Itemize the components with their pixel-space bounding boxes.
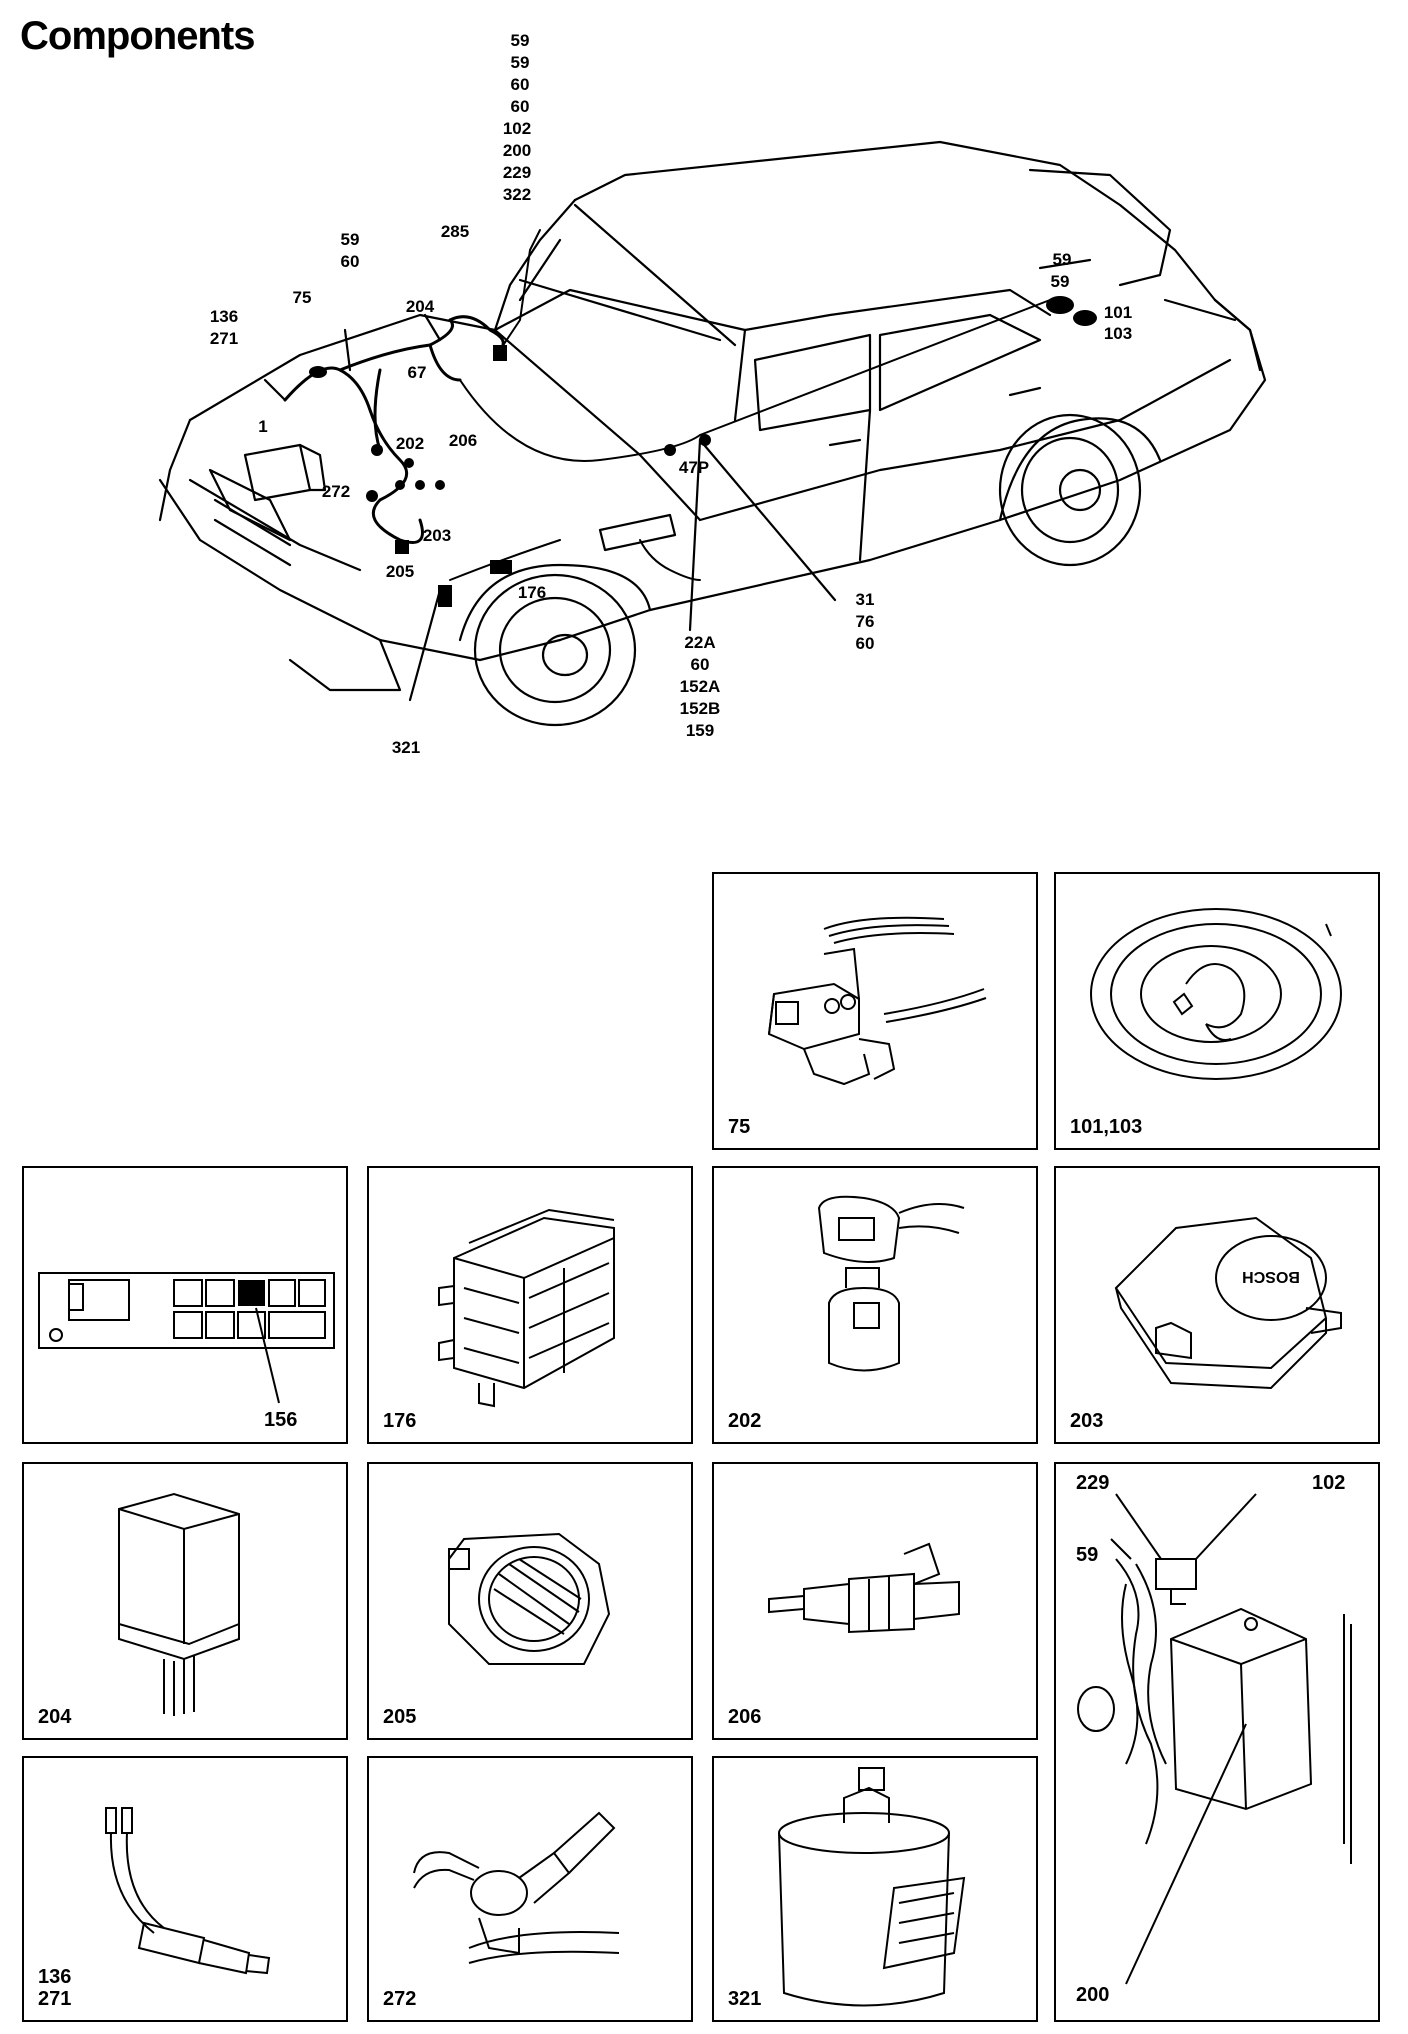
- label-152b: 152B: [680, 699, 721, 718]
- label-rear-59a: 59: [1053, 250, 1072, 269]
- label-stack-6: 200: [503, 141, 531, 160]
- label-47p: 47P: [679, 458, 709, 477]
- ecu-mounting-illustration: [1077, 1493, 1352, 1985]
- page-title: Components: [20, 14, 255, 58]
- label-103: 103: [1104, 324, 1132, 343]
- panel-176: 176: [367, 1166, 693, 1444]
- caption-156: 156: [264, 1409, 298, 1431]
- label-stack-4: 60: [511, 97, 530, 116]
- label-206: 206: [449, 431, 477, 450]
- caption-204: 204: [38, 1706, 72, 1728]
- caption-136-271: 136 271: [38, 1966, 72, 2010]
- label-22a: 22A: [684, 633, 715, 652]
- bosch-logo-text: BOSCH: [1242, 1268, 1300, 1285]
- panel-200: 229 102 59 200: [1054, 1462, 1380, 2022]
- label-152a: 152A: [680, 677, 721, 696]
- panel-321: 321: [712, 1756, 1038, 2022]
- speaker-illustration: [1090, 908, 1342, 1080]
- caption-101-103: 101,103: [1070, 1116, 1143, 1138]
- label-272: 272: [322, 482, 350, 501]
- label-136: 136: [210, 307, 238, 326]
- sensor-connector-illustration: [817, 1195, 965, 1372]
- label-31: 31: [856, 590, 875, 609]
- caption-200: 200: [1076, 1984, 1110, 2006]
- caption-272: 272: [383, 1988, 417, 2010]
- caption-321: 321: [728, 1988, 762, 2010]
- caption-59: 59: [1076, 1544, 1099, 1566]
- label-stack-7: 229: [503, 163, 531, 182]
- label-202: 202: [396, 434, 424, 453]
- oxygen-sensor-illustration: [105, 1807, 271, 1975]
- fuel-injector-illustration: [768, 1542, 960, 1634]
- label-75: 75: [293, 288, 312, 307]
- label-205: 205: [386, 562, 414, 581]
- label-stack-8: 322: [503, 185, 531, 204]
- control-unit-illustration: [438, 1208, 615, 1408]
- panel-202: 202: [712, 1166, 1038, 1444]
- label-271: 271: [210, 329, 238, 348]
- canister-illustration: [778, 1767, 966, 2007]
- panel-136-271: 136 271: [22, 1756, 348, 2022]
- relay-illustration: [118, 1492, 240, 1716]
- caption-102: 102: [1312, 1472, 1346, 1494]
- caption-229: 229: [1076, 1472, 1110, 1494]
- caption-176: 176: [383, 1410, 417, 1432]
- air-mass-meter-illustration: [448, 1532, 611, 1665]
- panel-101-103: 101,103: [1054, 872, 1380, 1150]
- caption-205: 205: [383, 1706, 417, 1728]
- valve-illustration: [413, 1811, 620, 1964]
- panel-204: 204: [22, 1462, 348, 1740]
- relay-switch-illustration: [767, 916, 987, 1086]
- label-76: 76: [856, 612, 875, 631]
- panel-156: 156: [22, 1166, 348, 1444]
- panel-205: 205: [367, 1462, 693, 1740]
- fuse-box-illustration: [38, 1272, 335, 1404]
- label-204: 204: [406, 297, 435, 316]
- car-wiring-diagram: 59 59 60 60 102 200 229 322 59 60 285 13…: [158, 31, 1267, 757]
- label-60b: 60: [856, 634, 875, 653]
- label-stack-5: 102: [503, 119, 531, 138]
- panel-203: BOSCH 203: [1054, 1166, 1380, 1444]
- label-1: 1: [258, 417, 267, 436]
- label-159: 159: [686, 721, 714, 740]
- label-rear-59b: 59: [1051, 272, 1070, 291]
- caption-75: 75: [728, 1116, 751, 1138]
- panel-75: 75: [712, 872, 1038, 1150]
- label-stack-2: 59: [511, 53, 530, 72]
- label-101: 101: [1104, 303, 1132, 322]
- label-stack-3: 60: [511, 75, 530, 94]
- label-60c: 60: [691, 655, 710, 674]
- caption-206: 206: [728, 1706, 762, 1728]
- panel-272: 272: [367, 1756, 693, 2022]
- label-285: 285: [441, 222, 469, 241]
- label-321: 321: [392, 738, 420, 757]
- panel-206: 206: [712, 1462, 1038, 1740]
- label-stack-1: 59: [511, 31, 530, 50]
- label-60: 60: [341, 252, 360, 271]
- caption-203: 203: [1070, 1410, 1104, 1432]
- label-59: 59: [341, 230, 360, 249]
- caption-202: 202: [728, 1410, 762, 1432]
- label-203: 203: [423, 526, 451, 545]
- label-67: 67: [408, 363, 427, 382]
- label-176: 176: [518, 583, 546, 602]
- throttle-sensor-illustration: BOSCH: [1114, 1216, 1342, 1390]
